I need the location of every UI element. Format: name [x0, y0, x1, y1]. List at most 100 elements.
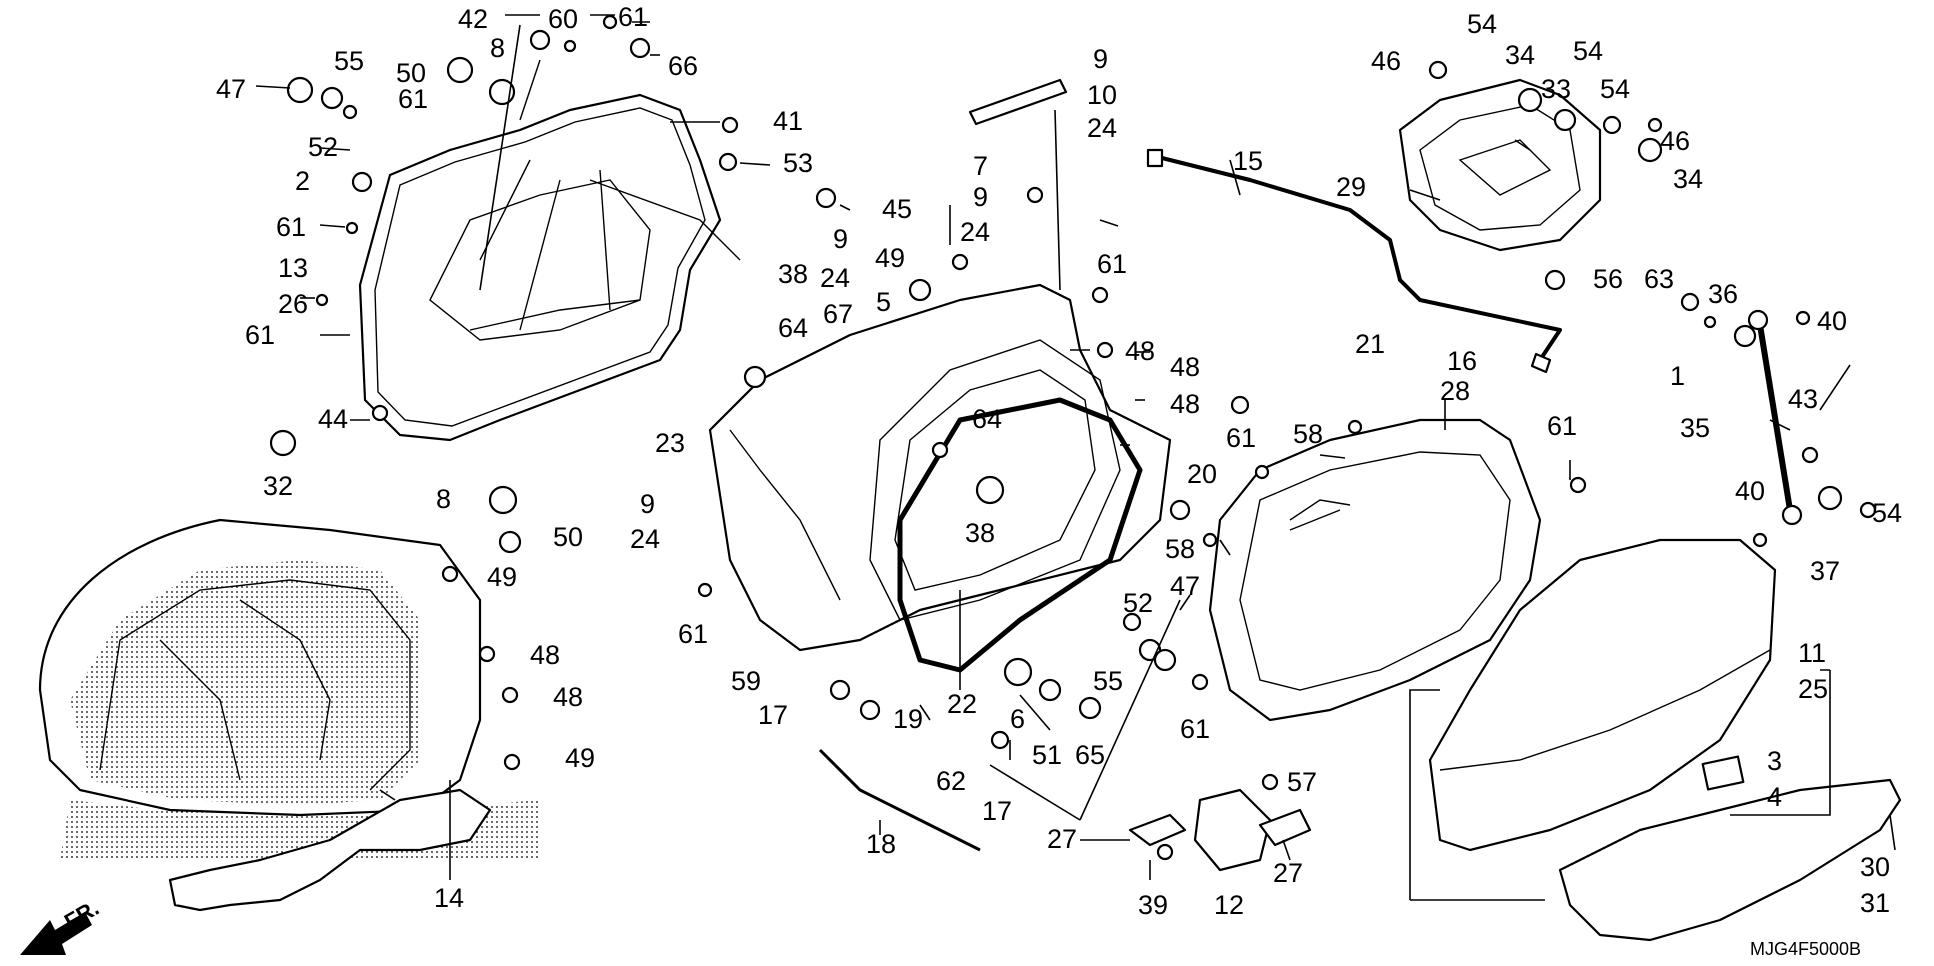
callout-64: 64 [778, 313, 808, 343]
callout-6: 6 [1010, 704, 1025, 734]
callout-48: 48 [530, 640, 560, 670]
callout-18: 18 [866, 829, 896, 859]
callout-47: 47 [216, 74, 246, 104]
callout-48: 48 [1170, 352, 1200, 382]
callout-14: 14 [434, 883, 464, 913]
callout-12: 12 [1214, 890, 1244, 920]
callout-38: 38 [965, 518, 995, 548]
callout-46: 46 [1660, 126, 1690, 156]
cable-15 [1149, 153, 1562, 362]
callout-57: 57 [1287, 767, 1317, 797]
callout-53: 53 [783, 148, 813, 178]
callout-7: 7 [973, 151, 988, 181]
cable-18 [818, 748, 981, 852]
callout-61: 61 [398, 84, 428, 114]
callout-54: 54 [1467, 9, 1497, 39]
callout-61: 61 [1226, 423, 1256, 453]
callout-52: 52 [308, 132, 338, 162]
damper-35 [1747, 309, 1803, 526]
callout-38: 38 [778, 259, 808, 289]
callout-3: 3 [1767, 746, 1782, 776]
callout-24: 24 [820, 263, 850, 293]
callout-63: 63 [1644, 264, 1674, 294]
callout-32: 32 [263, 471, 293, 501]
callout-41: 41 [773, 106, 803, 136]
callout-8: 8 [490, 33, 505, 63]
bracket-29 [1398, 78, 1602, 252]
callout-50: 50 [396, 58, 426, 88]
callout-54: 54 [1872, 498, 1902, 528]
callout-39: 39 [1138, 890, 1168, 920]
callout-58: 58 [1165, 534, 1195, 564]
callout-52: 52 [1123, 588, 1153, 618]
callout-65: 65 [1075, 740, 1105, 770]
callout-48: 48 [1170, 389, 1200, 419]
callout-24: 24 [1087, 113, 1117, 143]
callout-labels: 42 60 61 66 8 50 55 47 52 61 2 61 13 26 … [216, 2, 1902, 920]
callout-64: 64 [972, 404, 1002, 434]
callout-56: 56 [1593, 264, 1623, 294]
callout-66: 66 [668, 51, 698, 81]
callout-19: 19 [893, 704, 923, 734]
callout-49: 49 [565, 743, 595, 773]
callout-50: 50 [553, 522, 583, 552]
callout-17: 17 [982, 796, 1012, 826]
callout-45: 45 [882, 194, 912, 224]
callout-20: 20 [1187, 459, 1217, 489]
callout-16: 16 [1447, 346, 1477, 376]
callout-23: 23 [655, 428, 685, 458]
callout-4: 4 [1767, 782, 1782, 812]
callout-47: 47 [1170, 571, 1200, 601]
case-lid-right [1428, 538, 1777, 852]
callout-34: 34 [1505, 40, 1535, 70]
callout-54: 54 [1573, 36, 1603, 66]
callout-2: 2 [295, 166, 310, 196]
callout-1: 1 [1670, 361, 1685, 391]
callout-40: 40 [1817, 306, 1847, 336]
callout-37: 37 [1810, 556, 1840, 586]
callout-43: 43 [1788, 384, 1818, 414]
callout-42: 42 [458, 4, 488, 34]
callout-28: 28 [1440, 376, 1470, 406]
callout-49: 49 [487, 562, 517, 592]
callout-44: 44 [318, 404, 348, 434]
callout-21: 21 [1355, 329, 1385, 359]
callout-5: 5 [876, 287, 891, 317]
callout-61: 61 [618, 2, 648, 32]
callout-59: 59 [731, 666, 761, 696]
callout-15: 15 [1233, 146, 1263, 176]
callout-27: 27 [1273, 858, 1303, 888]
callout-35: 35 [1680, 413, 1710, 443]
cover-30 [1558, 778, 1902, 942]
callout-17: 17 [758, 700, 788, 730]
callout-61: 61 [1097, 249, 1127, 279]
callout-61: 61 [1180, 714, 1210, 744]
callout-61: 61 [245, 320, 275, 350]
strip-10 [968, 78, 1068, 126]
callout-9: 9 [973, 182, 988, 212]
callout-11: 11 [1798, 638, 1826, 668]
callout-8: 8 [436, 484, 451, 514]
callout-61: 61 [276, 212, 306, 242]
callout-51: 51 [1032, 740, 1062, 770]
callout-31: 31 [1860, 888, 1890, 918]
callout-48: 48 [1125, 336, 1155, 366]
seal-14 [168, 788, 492, 912]
callout-40: 40 [1735, 476, 1765, 506]
callout-9: 9 [1093, 44, 1108, 74]
callout-13: 13 [278, 253, 308, 283]
callout-55: 55 [334, 46, 364, 76]
callout-61: 61 [1547, 411, 1577, 441]
callout-27: 27 [1047, 824, 1077, 854]
callout-25: 25 [1798, 674, 1828, 704]
callout-36: 36 [1708, 279, 1738, 309]
callout-26: 26 [278, 289, 308, 319]
callout-24: 24 [630, 524, 660, 554]
callout-9: 9 [640, 489, 655, 519]
callout-33: 33 [1541, 74, 1571, 104]
callout-60: 60 [548, 4, 578, 34]
callout-55: 55 [1093, 666, 1123, 696]
callout-62: 62 [936, 766, 966, 796]
callout-30: 30 [1860, 852, 1890, 882]
